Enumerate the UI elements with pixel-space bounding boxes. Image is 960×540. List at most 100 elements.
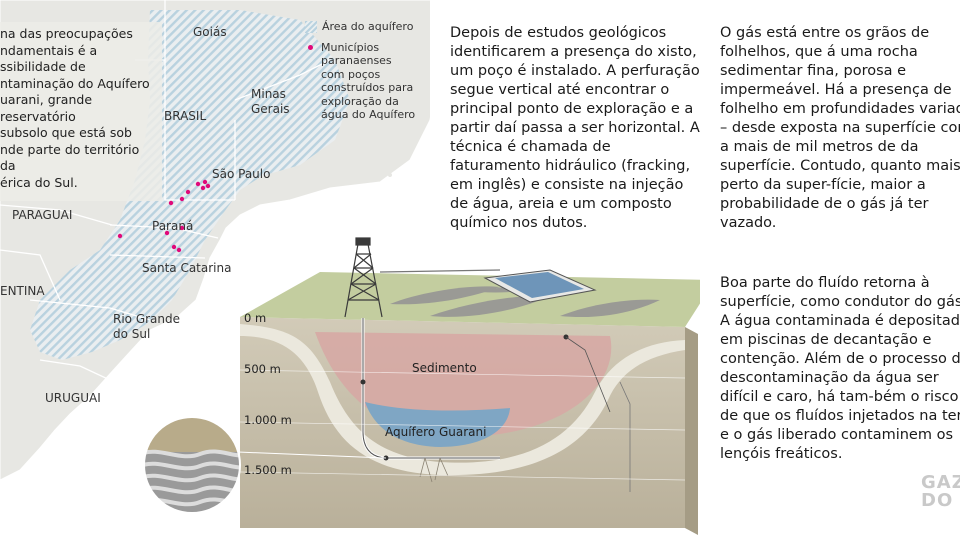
intro-line: ssibilidade de (0, 59, 86, 74)
text-line: contenção. Além de o processo d (720, 351, 960, 367)
aquifer-layer (365, 402, 510, 447)
legend-municipios: Municípios paranaenses com poços constru… (305, 41, 425, 122)
legend-municipios-line: Municípios (321, 40, 380, 54)
text-line: A água contaminada é depositada (720, 313, 960, 329)
hatch-swatch-icon (305, 21, 317, 33)
label-parana: Paraná (152, 219, 193, 233)
intro-line: subsolo que está sob (0, 125, 132, 140)
label-uruguai: URUGUAI (45, 391, 101, 405)
text-line: folhelho em profundidades variad (720, 101, 960, 117)
intro-line: ntaminação do Aquífero (0, 75, 150, 91)
map-legend: Área do aquífero Municípios paranaenses … (305, 20, 425, 129)
text-line: faturamento hidráulico (fracking, (450, 158, 691, 174)
pool-water (495, 272, 584, 298)
legend-municipios-label: Municípios paranaenses com poços constru… (321, 41, 415, 122)
label-goias: Goiás (193, 25, 227, 39)
legend-aquifer-label: Área do aquífero (322, 20, 414, 33)
label-rio-grande-1: Rio Grande (113, 312, 180, 326)
text-line: partir daí passa a ser horizontal. A (450, 120, 700, 136)
text-line: perto da super-fície, maior a (720, 177, 926, 193)
text-column-gas: O gás está entre os grãos de folhelhos, … (720, 24, 960, 233)
intro-line: na das preocupações (0, 26, 133, 41)
legend-municipios-line: com poços (321, 67, 381, 81)
text-line: em inglês) e consiste na injeção (450, 177, 684, 193)
text-line: probabilidade de o gás já ter (720, 196, 929, 212)
label-minas-2: Gerais (251, 102, 290, 116)
intro-line: uarani, grande reservatório (0, 92, 93, 124)
intro-line: ndamentais é a (0, 42, 98, 58)
well-dot (202, 179, 208, 185)
text-line: O gás está entre os grãos de (720, 25, 930, 41)
well-dot (185, 189, 191, 195)
label-sao-paulo: São Paulo (212, 167, 270, 181)
well-dot (205, 183, 211, 189)
legend-municipios-line: exploração da (321, 94, 399, 108)
text-line: descontaminação da água ser (720, 370, 939, 386)
aquifer-label: Aquífero Guarani (385, 425, 486, 439)
text-line: químico nos dutos. (450, 215, 588, 231)
text-line: impermeável. Há a presença de (720, 82, 952, 98)
text-line: principal ponto de exploração e a (450, 101, 694, 117)
depth-1000m: 1.000 m (244, 413, 292, 427)
borders (0, 0, 331, 401)
text-line: segue vertical até encontrar o (450, 82, 670, 98)
block-side-face (685, 327, 698, 535)
legend-aquifer: Área do aquífero (305, 20, 425, 34)
light-band (240, 324, 685, 476)
aquifer-area (30, 10, 350, 360)
label-rio-grande-2: do Sul (113, 327, 150, 341)
depth-500m: 500 m (244, 362, 281, 376)
well-marker (360, 379, 366, 385)
well-dot (117, 233, 123, 239)
label-argentina: ENTINA (0, 284, 45, 298)
label-paraguai: PARAGUAI (12, 208, 72, 222)
legend-municipios-line: paranaenses (321, 54, 392, 67)
text-line: vazado. (720, 215, 777, 231)
text-line: e o gás liberado contaminem os (720, 427, 954, 443)
text-line: técnica é chamada de (450, 139, 611, 155)
legend-municipios-line: construídos para (321, 81, 414, 94)
surface-pipe (379, 269, 501, 273)
well-dots (117, 179, 211, 253)
well-dot (168, 200, 174, 206)
text-line: de água, areia e um composto (450, 196, 672, 212)
depth-1500m: 1.500 m (244, 463, 292, 477)
text-line: sedimentar fina, porosa e (720, 63, 907, 79)
depth-0m: 0 m (244, 311, 266, 325)
text-line: um poço é instalado. A perfuração (450, 63, 700, 79)
text-line: superfície, como condutor do gás (720, 294, 960, 310)
logo-line: DO PO (921, 490, 960, 511)
sediment-label: Sedimento (412, 361, 477, 375)
text-line: Boa parte do fluído retorna à (720, 275, 930, 291)
well-dot (164, 230, 170, 236)
well-dot (176, 247, 182, 253)
text-line: – desde exposta na superfície com (720, 120, 960, 136)
leader-line (619, 381, 631, 492)
label-santa-catarina: Santa Catarina (142, 261, 231, 275)
legend-municipios-line: água do Aquífero (321, 108, 416, 121)
text-line: lençóis freáticos. (720, 446, 843, 462)
intro-line: nde parte do território da (0, 141, 140, 174)
well-dot (179, 225, 185, 231)
coastline-islands (258, 173, 392, 204)
intro-text: na das preocupações ndamentais é a ssibi… (0, 22, 162, 201)
text-line: Depois de estudos geológicos (450, 25, 667, 41)
well-dot (200, 185, 206, 191)
label-brasil: BRASIL (164, 109, 206, 123)
leader-line (565, 336, 611, 413)
text-line: a mais de mil metros de da (720, 139, 919, 155)
drilling-derrick (344, 237, 383, 318)
text-line: identificarem a presença do xisto, (450, 44, 697, 60)
text-line: folhelhos, que á uma rocha (720, 44, 918, 60)
text-column-fracking: Depois de estudos geológicos identificar… (450, 24, 700, 233)
depth-lines (239, 369, 686, 481)
fracture-lines (419, 457, 449, 483)
text-line: em piscinas de decantação e (720, 332, 932, 348)
text-line: superfície. Contudo, quanto mais (720, 158, 960, 174)
geology-cross-section: 0 m 500 m 1.000 m 1.500 m Sedimento Aquí… (143, 237, 700, 535)
text-line: de que os fluídos injetados na terr (720, 408, 960, 424)
well-dot (171, 244, 177, 250)
dot-icon (308, 44, 313, 50)
aquifer-map: Goiás Minas Gerais BRASIL São Paulo PARA… (0, 0, 430, 540)
well-dot (179, 196, 185, 202)
